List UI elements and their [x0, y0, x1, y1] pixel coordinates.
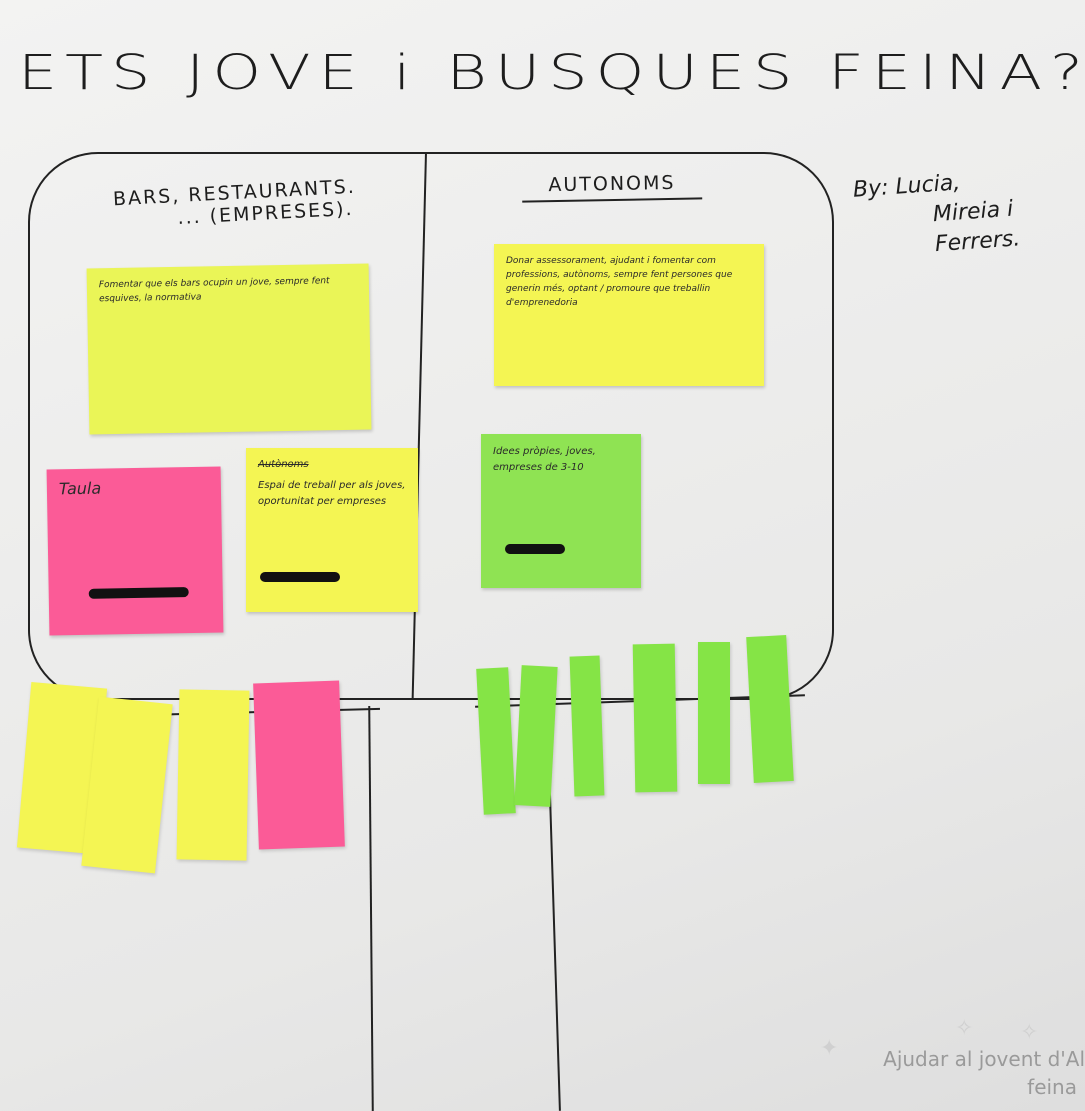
sticky-note-pink-title: Taula: [58, 478, 102, 499]
board-title: ETS JOVE i BUSQUES FEINA?: [18, 44, 1085, 101]
redaction-mark: [505, 544, 565, 554]
strip-green-4: [632, 643, 678, 793]
strip-green-5: [698, 642, 730, 784]
strip-pink-1: [253, 680, 345, 850]
sticky-note-yellow-small-title: Autònoms: [258, 459, 309, 470]
board-frame: [28, 152, 834, 700]
right-column-heading: AUTONOMS: [521, 171, 703, 203]
redaction-mark: [88, 587, 189, 599]
watermark-line-1: Ajudar al jovent d'Al: [883, 1047, 1085, 1071]
strip-green-3: [569, 655, 605, 797]
lower-divider-left: [368, 705, 374, 1111]
watermark-line-2: feina: [1027, 1075, 1077, 1099]
sparkle-icon: ✧: [1020, 1020, 1039, 1045]
strip-yellow-3: [176, 689, 250, 861]
sticky-note-green: Idees pròpies, joves, empreses de 3-10: [481, 434, 641, 588]
byline: By: Lucia, Mireia i Ferrers.: [852, 164, 1021, 265]
sticky-note-right-big-text: Donar assessorament, ajudant i fomentar …: [506, 256, 733, 308]
strip-green-6: [746, 635, 794, 783]
sticky-note-green-text: Idees pròpies, joves, empreses de 3-10: [493, 446, 596, 473]
strip-green-2: [514, 665, 558, 807]
sticky-note-right-big: Donar assessorament, ajudant i fomentar …: [494, 244, 764, 386]
sticky-note-left-big-text: Fomentar que els bars ocupin un jove, se…: [98, 276, 330, 305]
redaction-mark: [260, 572, 340, 582]
watermark: Ajudar al jovent d'Al feina: [825, 1045, 1085, 1101]
sticky-note-pink: Taula: [46, 466, 224, 636]
sticky-note-yellow-small: Autònoms Espai de treball per als joves,…: [246, 448, 418, 612]
sparkle-icon: ✦: [820, 1036, 839, 1061]
sticky-note-left-big: Fomentar que els bars ocupin un jove, se…: [86, 263, 372, 435]
sticky-note-yellow-small-text: Espai de treball per als joves, oportuni…: [258, 480, 406, 507]
sparkle-icon: ✧: [955, 1016, 974, 1041]
